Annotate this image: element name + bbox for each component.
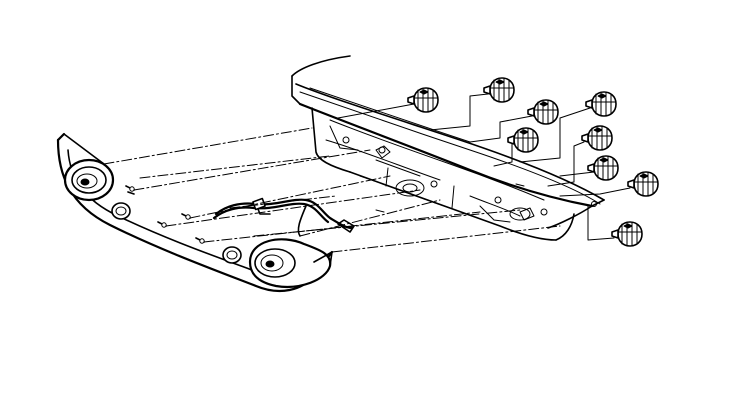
panel-studs — [125, 185, 205, 244]
alignment-lines — [103, 127, 561, 253]
right-lamp-housing — [248, 238, 332, 288]
retainer-9 — [611, 221, 643, 247]
retainer-6 — [581, 125, 613, 151]
rear-lamp-panel — [56, 132, 334, 293]
trunk-lid — [291, 55, 605, 241]
left-lamp-housing — [63, 158, 115, 202]
retainer-3 — [527, 99, 559, 125]
retainer-leaders — [337, 93, 631, 241]
retainer-2 — [483, 77, 515, 103]
retainer-8 — [627, 171, 659, 197]
retainer-7 — [587, 155, 619, 181]
wiring-harness — [212, 197, 355, 237]
retainer-1 — [407, 87, 439, 113]
retainer-5 — [585, 91, 617, 117]
